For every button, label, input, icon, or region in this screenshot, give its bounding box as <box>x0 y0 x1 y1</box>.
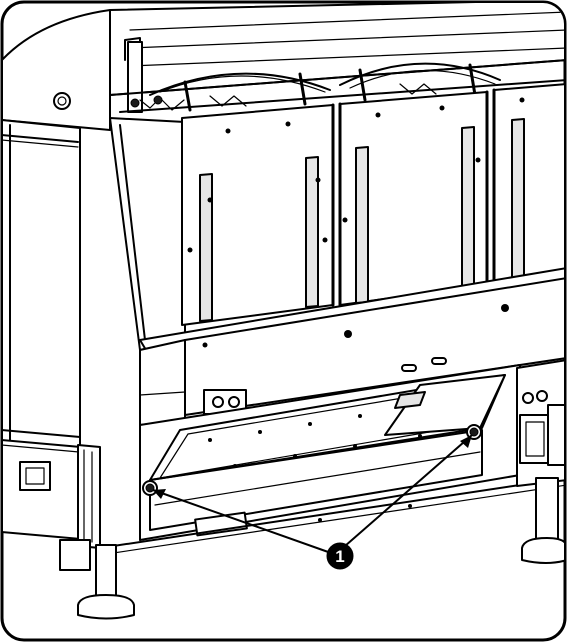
lower-front-body <box>139 267 564 426</box>
leader-line-right <box>344 434 473 547</box>
top-cooling-assembly <box>109 3 564 113</box>
foot-left-base <box>77 594 135 620</box>
top-post <box>127 41 143 113</box>
adjustable-feet <box>59 477 564 620</box>
left-side-panel <box>3 9 111 549</box>
left-panel-button <box>19 461 51 491</box>
callout-badge-1: 1 <box>326 542 354 570</box>
bottom-filter-cover <box>99 364 564 556</box>
foot-left-stem <box>95 544 117 601</box>
foot-right-base <box>521 537 564 564</box>
callout-number: 1 <box>335 547 344 566</box>
foot-right-stem <box>535 477 559 544</box>
callout-leaders <box>152 434 473 554</box>
right-connector-area <box>516 359 564 487</box>
leader-line-left <box>152 489 332 554</box>
filter-panel-3 <box>493 83 564 284</box>
front-upper-panels <box>109 83 564 351</box>
left-panel-screw <box>53 92 71 110</box>
